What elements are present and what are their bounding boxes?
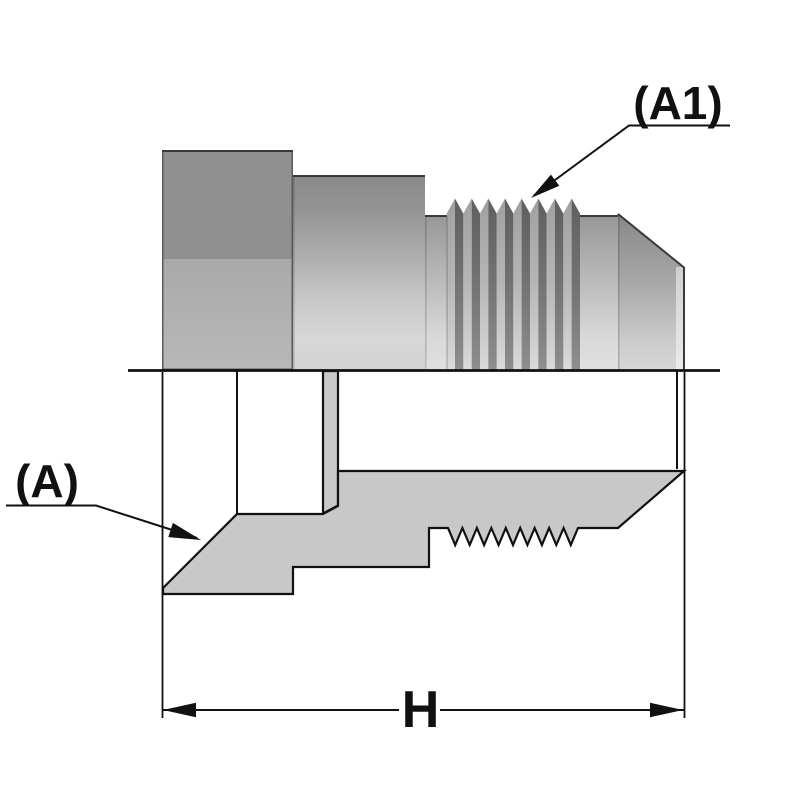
dimension-h: H	[161, 372, 686, 739]
cylinder-surface	[293, 175, 425, 370]
callout-a-leader	[6, 504, 198, 539]
chamfer-nose	[617, 213, 685, 370]
thread-light-flanks	[446, 198, 572, 370]
section-body	[161, 469, 687, 596]
neck-surface	[425, 215, 447, 370]
external-view	[162, 150, 685, 370]
dimension-arrow-right	[650, 702, 683, 718]
nose-surface	[580, 215, 618, 370]
thread-relief-neck	[425, 215, 447, 370]
cylinder-body	[293, 175, 425, 370]
callout-a1-leader	[533, 124, 730, 197]
hex-head-bottom-facet	[162, 259, 293, 370]
callout-a: (A)	[6, 455, 201, 540]
hex-head	[162, 150, 293, 370]
callout-a-arrowhead	[168, 522, 201, 540]
chamfer-facet	[618, 213, 684, 370]
chamfer-edge	[617, 213, 685, 269]
external-thread	[446, 198, 580, 370]
callout-a1-arrowhead	[531, 174, 560, 198]
dimension-text-mask	[399, 688, 440, 731]
hex-head-top-facet	[162, 150, 293, 259]
callout-a1-label: (A1)	[633, 77, 722, 129]
callout-a-label: (A)	[15, 455, 79, 507]
socket-wall-strip	[321, 369, 340, 516]
nose-band	[580, 215, 618, 370]
end-face-annulus	[676, 267, 684, 370]
thread-dark-flanks	[455, 198, 580, 370]
dimension-h-label: H	[402, 681, 440, 739]
callout-a1: (A1)	[531, 77, 730, 198]
dimension-arrow-left	[163, 702, 196, 718]
cross-section	[161, 369, 687, 596]
